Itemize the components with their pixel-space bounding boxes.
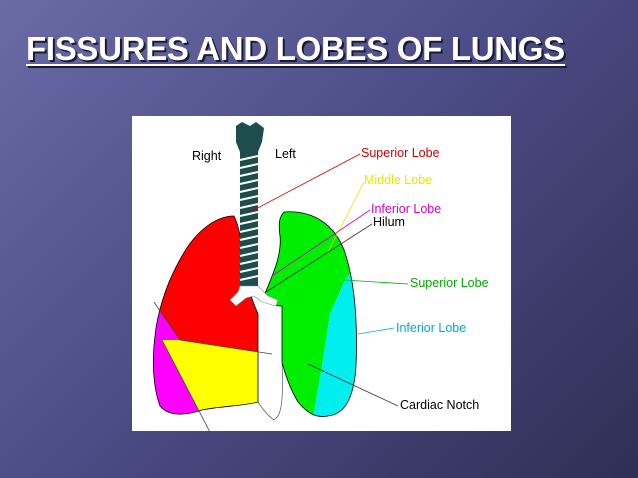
bronchi bbox=[229, 285, 279, 307]
trachea bbox=[236, 122, 264, 290]
right-inferior-lobe bbox=[153, 302, 212, 415]
label-right-inferior-lobe: Inferior Lobe bbox=[371, 202, 441, 216]
left-lung bbox=[263, 211, 357, 417]
label-right-middle-lobe: Middle Lobe bbox=[364, 173, 432, 187]
label-right-superior-lobe: Superior Lobe bbox=[361, 146, 440, 160]
lung-diagram-panel: Right Left Superior Lobe Middle Lobe Inf… bbox=[132, 116, 511, 431]
leader-lines bbox=[249, 153, 409, 407]
side-label-right: Right bbox=[192, 149, 222, 163]
label-left-inferior-lobe: Inferior Lobe bbox=[396, 321, 466, 335]
slide-title-text: FISSURES AND LOBES OF LUNGS bbox=[26, 30, 565, 67]
slide-title: FISSURES AND LOBES OF LUNGS bbox=[26, 30, 638, 76]
side-label-left: Left bbox=[275, 147, 296, 161]
label-hilum: Hilum bbox=[373, 215, 405, 229]
lung-diagram: Right Left Superior Lobe Middle Lobe Inf… bbox=[152, 122, 489, 431]
label-left-superior-lobe: Superior Lobe bbox=[410, 276, 489, 290]
label-cardiac-notch: Cardiac Notch bbox=[400, 398, 479, 412]
